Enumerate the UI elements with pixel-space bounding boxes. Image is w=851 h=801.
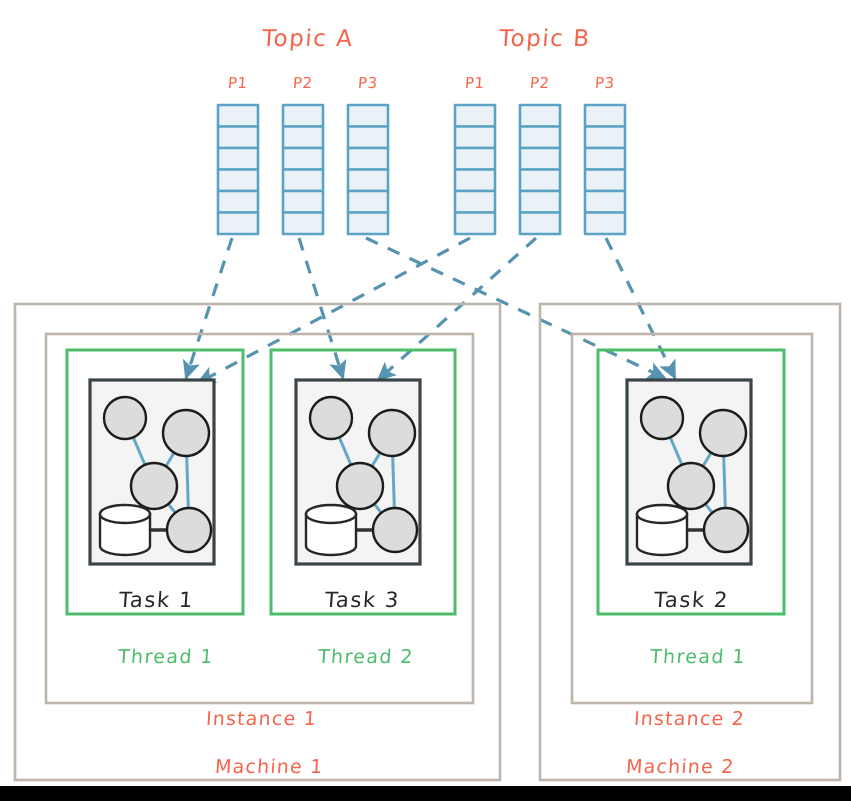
partition-cell xyxy=(346,146,390,171)
assignment-arrow-3 xyxy=(365,236,667,380)
topology-node-upper-right-node xyxy=(161,408,211,458)
topology-node-upper-right-node xyxy=(698,408,748,458)
partition-cell xyxy=(453,211,497,236)
partition-cell xyxy=(281,103,325,128)
partition-cell xyxy=(216,211,260,236)
topology-node-middle-node xyxy=(335,461,385,511)
topology-graph xyxy=(98,395,213,557)
assignment-arrow-5 xyxy=(376,236,538,382)
partition-cell xyxy=(346,189,390,214)
partition-cell xyxy=(518,189,562,214)
topology-node-middle-node xyxy=(666,461,716,511)
machine-box-2[interactable] xyxy=(538,302,842,782)
partition-cell xyxy=(518,146,562,171)
partition-cell xyxy=(583,211,627,236)
partition-cell xyxy=(583,168,627,193)
assignment-arrow-6 xyxy=(604,237,677,380)
partition-cell xyxy=(216,146,260,171)
assignment-arrow-4 xyxy=(196,236,471,385)
partition-cell xyxy=(453,146,497,171)
partition-cell xyxy=(216,125,260,150)
partition-cell xyxy=(216,168,260,193)
state-store-top xyxy=(304,503,358,525)
partition-cell xyxy=(216,189,260,214)
machine-box-1[interactable] xyxy=(13,302,502,782)
partition-cell xyxy=(281,168,325,193)
partition-stacks xyxy=(216,103,627,236)
state-store-top xyxy=(98,503,152,525)
partition-cell xyxy=(518,211,562,236)
topology-node-lower-right-node xyxy=(702,506,750,554)
topology-node-source-node xyxy=(308,395,354,441)
partition-cell xyxy=(583,103,627,128)
partition-stack-topic1-p3[interactable] xyxy=(346,103,390,236)
partition-cell xyxy=(583,125,627,150)
topology-node-lower-right-node xyxy=(165,506,213,554)
partition-stack-topic1-p2[interactable] xyxy=(281,103,325,236)
instance-box-1[interactable] xyxy=(44,332,475,705)
topology-node-lower-right-node xyxy=(371,506,419,554)
partition-to-task-arrows xyxy=(182,236,677,385)
partition-cell xyxy=(346,211,390,236)
state-store-body xyxy=(304,512,358,557)
state-store-body xyxy=(635,512,689,557)
partition-cell xyxy=(346,125,390,150)
partition-cell xyxy=(216,103,260,128)
thread-box-m1-t1[interactable] xyxy=(65,348,245,616)
partition-stack-topic2-p3[interactable] xyxy=(583,103,627,236)
partition-cell xyxy=(518,125,562,150)
partition-cell xyxy=(346,103,390,128)
partition-cell xyxy=(281,211,325,236)
partition-stack-topic2-p2[interactable] xyxy=(518,103,562,236)
partition-stack-topic1-p1[interactable] xyxy=(216,103,260,236)
letterbox-bottom-bar xyxy=(0,786,851,801)
topology-node-source-node xyxy=(102,395,148,441)
partition-cell xyxy=(518,168,562,193)
topology-node-upper-right-node xyxy=(367,408,417,458)
partition-cell xyxy=(583,189,627,214)
partition-cell xyxy=(453,103,497,128)
partition-stack-topic2-p1[interactable] xyxy=(453,103,497,236)
assignment-arrow-2 xyxy=(297,237,347,380)
topology-graph xyxy=(304,395,419,557)
partition-cell xyxy=(453,189,497,214)
partition-cell xyxy=(453,168,497,193)
thread-box-m1-t2[interactable] xyxy=(269,348,457,616)
state-store-top xyxy=(635,503,689,525)
instance-box-2[interactable] xyxy=(570,332,814,705)
topology-node-middle-node xyxy=(129,461,179,511)
partition-cell xyxy=(346,168,390,193)
partition-cell xyxy=(583,146,627,171)
state-store-body xyxy=(98,512,152,557)
task-topologies xyxy=(98,395,750,557)
topology-graph xyxy=(635,395,750,557)
partition-cell xyxy=(281,189,325,214)
partition-cell xyxy=(281,146,325,171)
partition-cell xyxy=(453,125,497,150)
thread-box-m2-t1[interactable] xyxy=(596,348,786,616)
partition-cell xyxy=(518,103,562,128)
topology-node-source-node xyxy=(639,395,685,441)
partition-cell xyxy=(281,125,325,150)
assignment-arrow-1 xyxy=(182,237,234,380)
